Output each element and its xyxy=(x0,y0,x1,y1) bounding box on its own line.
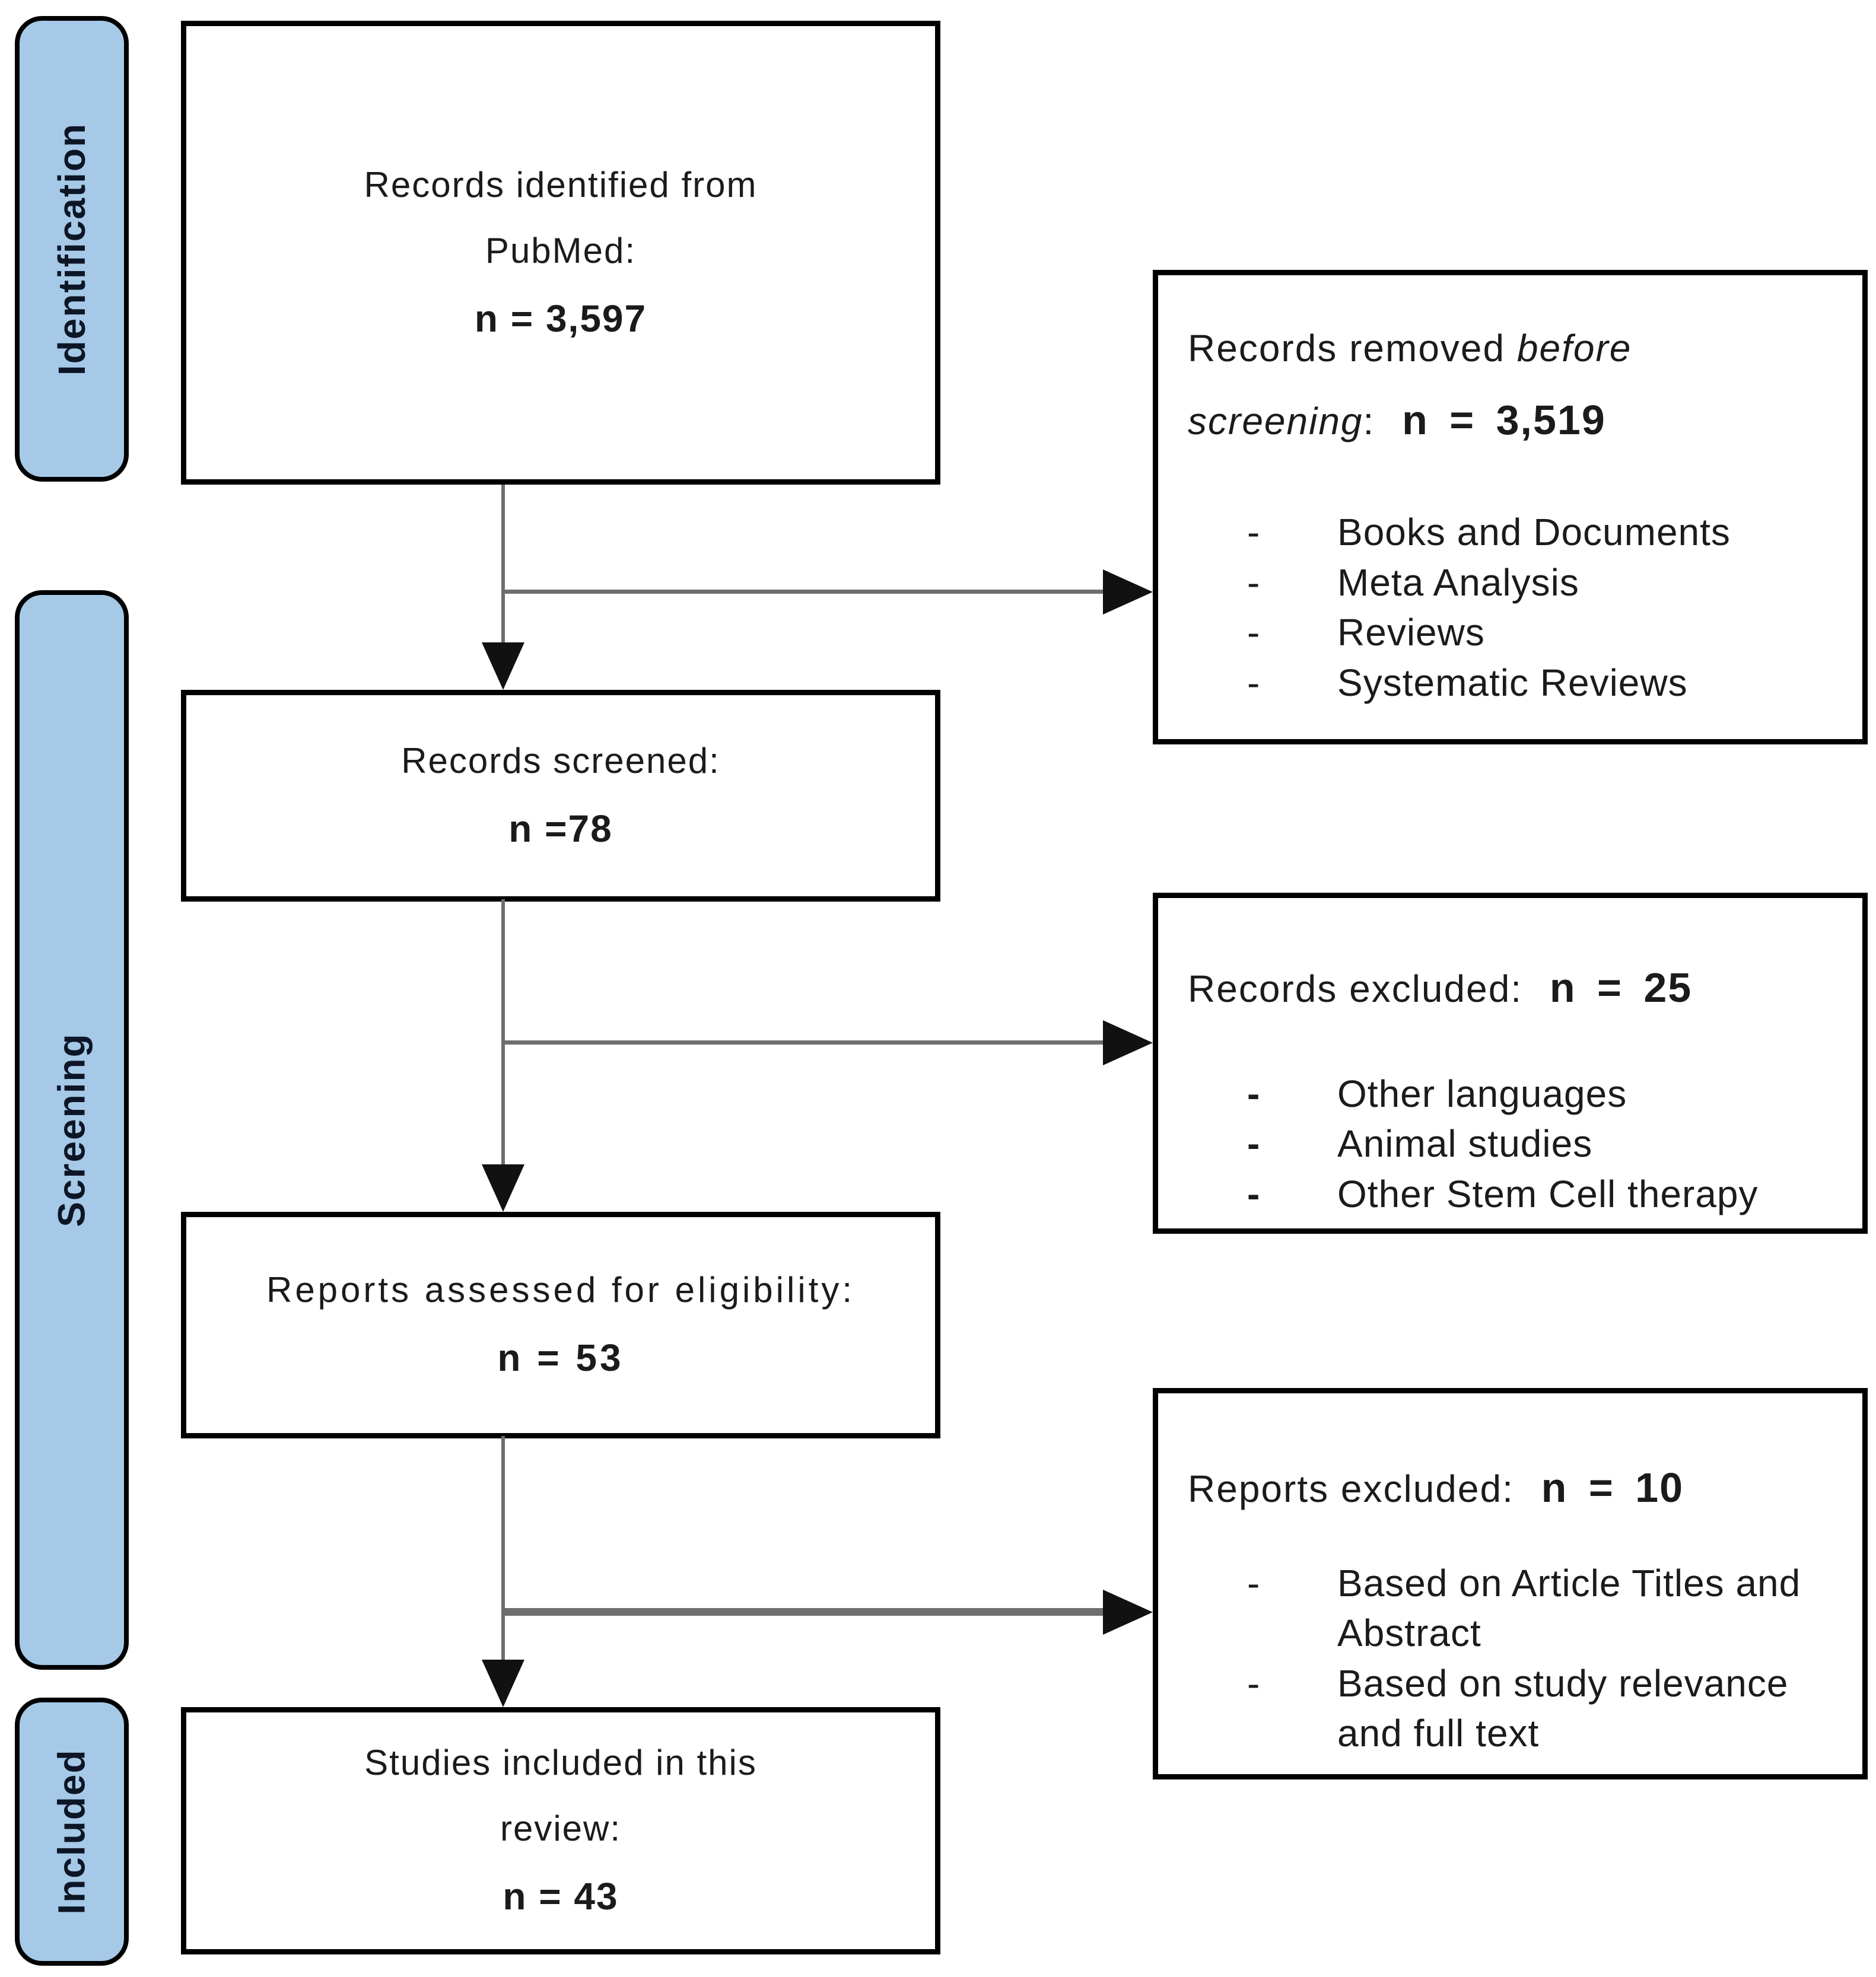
connector-to-records-excluded xyxy=(503,1040,1105,1045)
list-item: - Reviews xyxy=(1188,607,1839,657)
box-reports-assessed-count: n = 53 xyxy=(497,1336,624,1380)
box-records-identified-count: n = 3,597 xyxy=(474,297,647,340)
dash-bullet: - xyxy=(1247,511,1261,554)
dash-bullet: - xyxy=(1247,611,1261,654)
list-item: - Other languages xyxy=(1188,1069,1839,1119)
box-studies-included-line2: review: xyxy=(500,1809,622,1849)
list-item: - Based on Article Titles and Abstract xyxy=(1188,1558,1839,1658)
connector-assessed-to-included xyxy=(501,1436,505,1663)
list-item: - Other Stem Cell therapy xyxy=(1188,1169,1839,1219)
records-removed-title-italic1: before xyxy=(1516,327,1632,370)
connector-to-records-removed xyxy=(503,590,1105,594)
box-records-excluded-title: Records excluded: n = 25 xyxy=(1188,950,1839,1025)
arrowhead-right-icon xyxy=(1103,1020,1153,1065)
list-item: - Animal studies xyxy=(1188,1119,1839,1169)
stage-label-included: Included xyxy=(15,1698,129,1966)
box-records-removed-count: n = 3,519 xyxy=(1402,397,1606,444)
stage-label-identification-text: Identification xyxy=(50,122,93,375)
dash-bullet: - xyxy=(1247,1562,1261,1604)
box-records-removed: Records removed before screening: n = 3,… xyxy=(1153,270,1868,744)
connector-to-reports-excluded xyxy=(503,1608,1105,1616)
box-records-screened: Records screened: n =78 xyxy=(181,690,940,902)
box-records-identified: Records identified from PubMed: n = 3,59… xyxy=(181,21,940,485)
dash-bullet: - xyxy=(1247,1122,1261,1166)
connector-identified-to-screened xyxy=(501,485,505,646)
records-excluded-list: - Other languages - Animal studies - Oth… xyxy=(1188,1069,1839,1219)
box-reports-excluded-count: n = 10 xyxy=(1541,1465,1684,1511)
box-records-removed-title: Records removed before screening: n = 3,… xyxy=(1188,314,1839,457)
list-item: - Books and Documents xyxy=(1188,507,1839,557)
list-item: - Meta Analysis xyxy=(1188,558,1839,607)
dash-bullet: - xyxy=(1247,661,1261,704)
dash-bullet: - xyxy=(1247,1661,1261,1705)
arrowhead-right-icon xyxy=(1103,569,1153,615)
box-records-excluded-count: n = 25 xyxy=(1549,964,1693,1011)
connector-screened-to-assessed xyxy=(501,899,505,1167)
arrowhead-down-icon xyxy=(482,1164,524,1212)
box-reports-assessed: Reports assessed for eligibility: n = 53 xyxy=(181,1212,940,1438)
stage-label-screening-text: Screening xyxy=(50,1033,93,1227)
box-records-excluded: Records excluded: n = 25 - Other languag… xyxy=(1153,893,1868,1234)
stage-label-identification: Identification xyxy=(15,16,129,482)
dash-bullet: - xyxy=(1247,1072,1261,1115)
dash-bullet: - xyxy=(1247,1172,1261,1215)
records-removed-list: - Books and Documents - Meta Analysis - … xyxy=(1188,507,1839,708)
stage-label-screening: Screening xyxy=(15,590,129,1670)
box-studies-included: Studies included in this review: n = 43 xyxy=(181,1707,940,1954)
box-records-screened-line1: Records screened: xyxy=(401,740,720,781)
records-removed-title-italic2: screening xyxy=(1188,400,1363,443)
reports-excluded-title-text: Reports excluded: xyxy=(1188,1467,1514,1510)
records-removed-title-colon: : xyxy=(1363,400,1375,443)
arrowhead-right-icon xyxy=(1103,1590,1153,1635)
box-reports-excluded-title: Reports excluded: n = 10 xyxy=(1188,1450,1839,1525)
box-reports-excluded: Reports excluded: n = 10 - Based on Arti… xyxy=(1153,1388,1868,1779)
box-records-identified-line2: PubMed: xyxy=(485,230,637,270)
arrowhead-down-icon xyxy=(482,1660,524,1707)
stage-label-included-text: Included xyxy=(50,1749,93,1915)
records-excluded-title-text: Records excluded: xyxy=(1188,967,1523,1010)
records-removed-title-normal: Records removed xyxy=(1188,327,1506,370)
box-reports-assessed-line1: Reports assessed for eligibility: xyxy=(266,1270,856,1310)
list-item: - Systematic Reviews xyxy=(1188,658,1839,708)
box-studies-included-count: n = 43 xyxy=(503,1875,619,1918)
box-records-identified-line1: Records identified from xyxy=(364,164,758,205)
box-records-screened-count: n =78 xyxy=(508,807,613,850)
dash-bullet: - xyxy=(1247,561,1261,604)
box-studies-included-line1: Studies included in this xyxy=(364,1743,757,1783)
reports-excluded-list: - Based on Article Titles and Abstract -… xyxy=(1188,1558,1839,1759)
arrowhead-down-icon xyxy=(482,642,524,690)
list-item: - Based on study relevance and full text xyxy=(1188,1658,1839,1759)
